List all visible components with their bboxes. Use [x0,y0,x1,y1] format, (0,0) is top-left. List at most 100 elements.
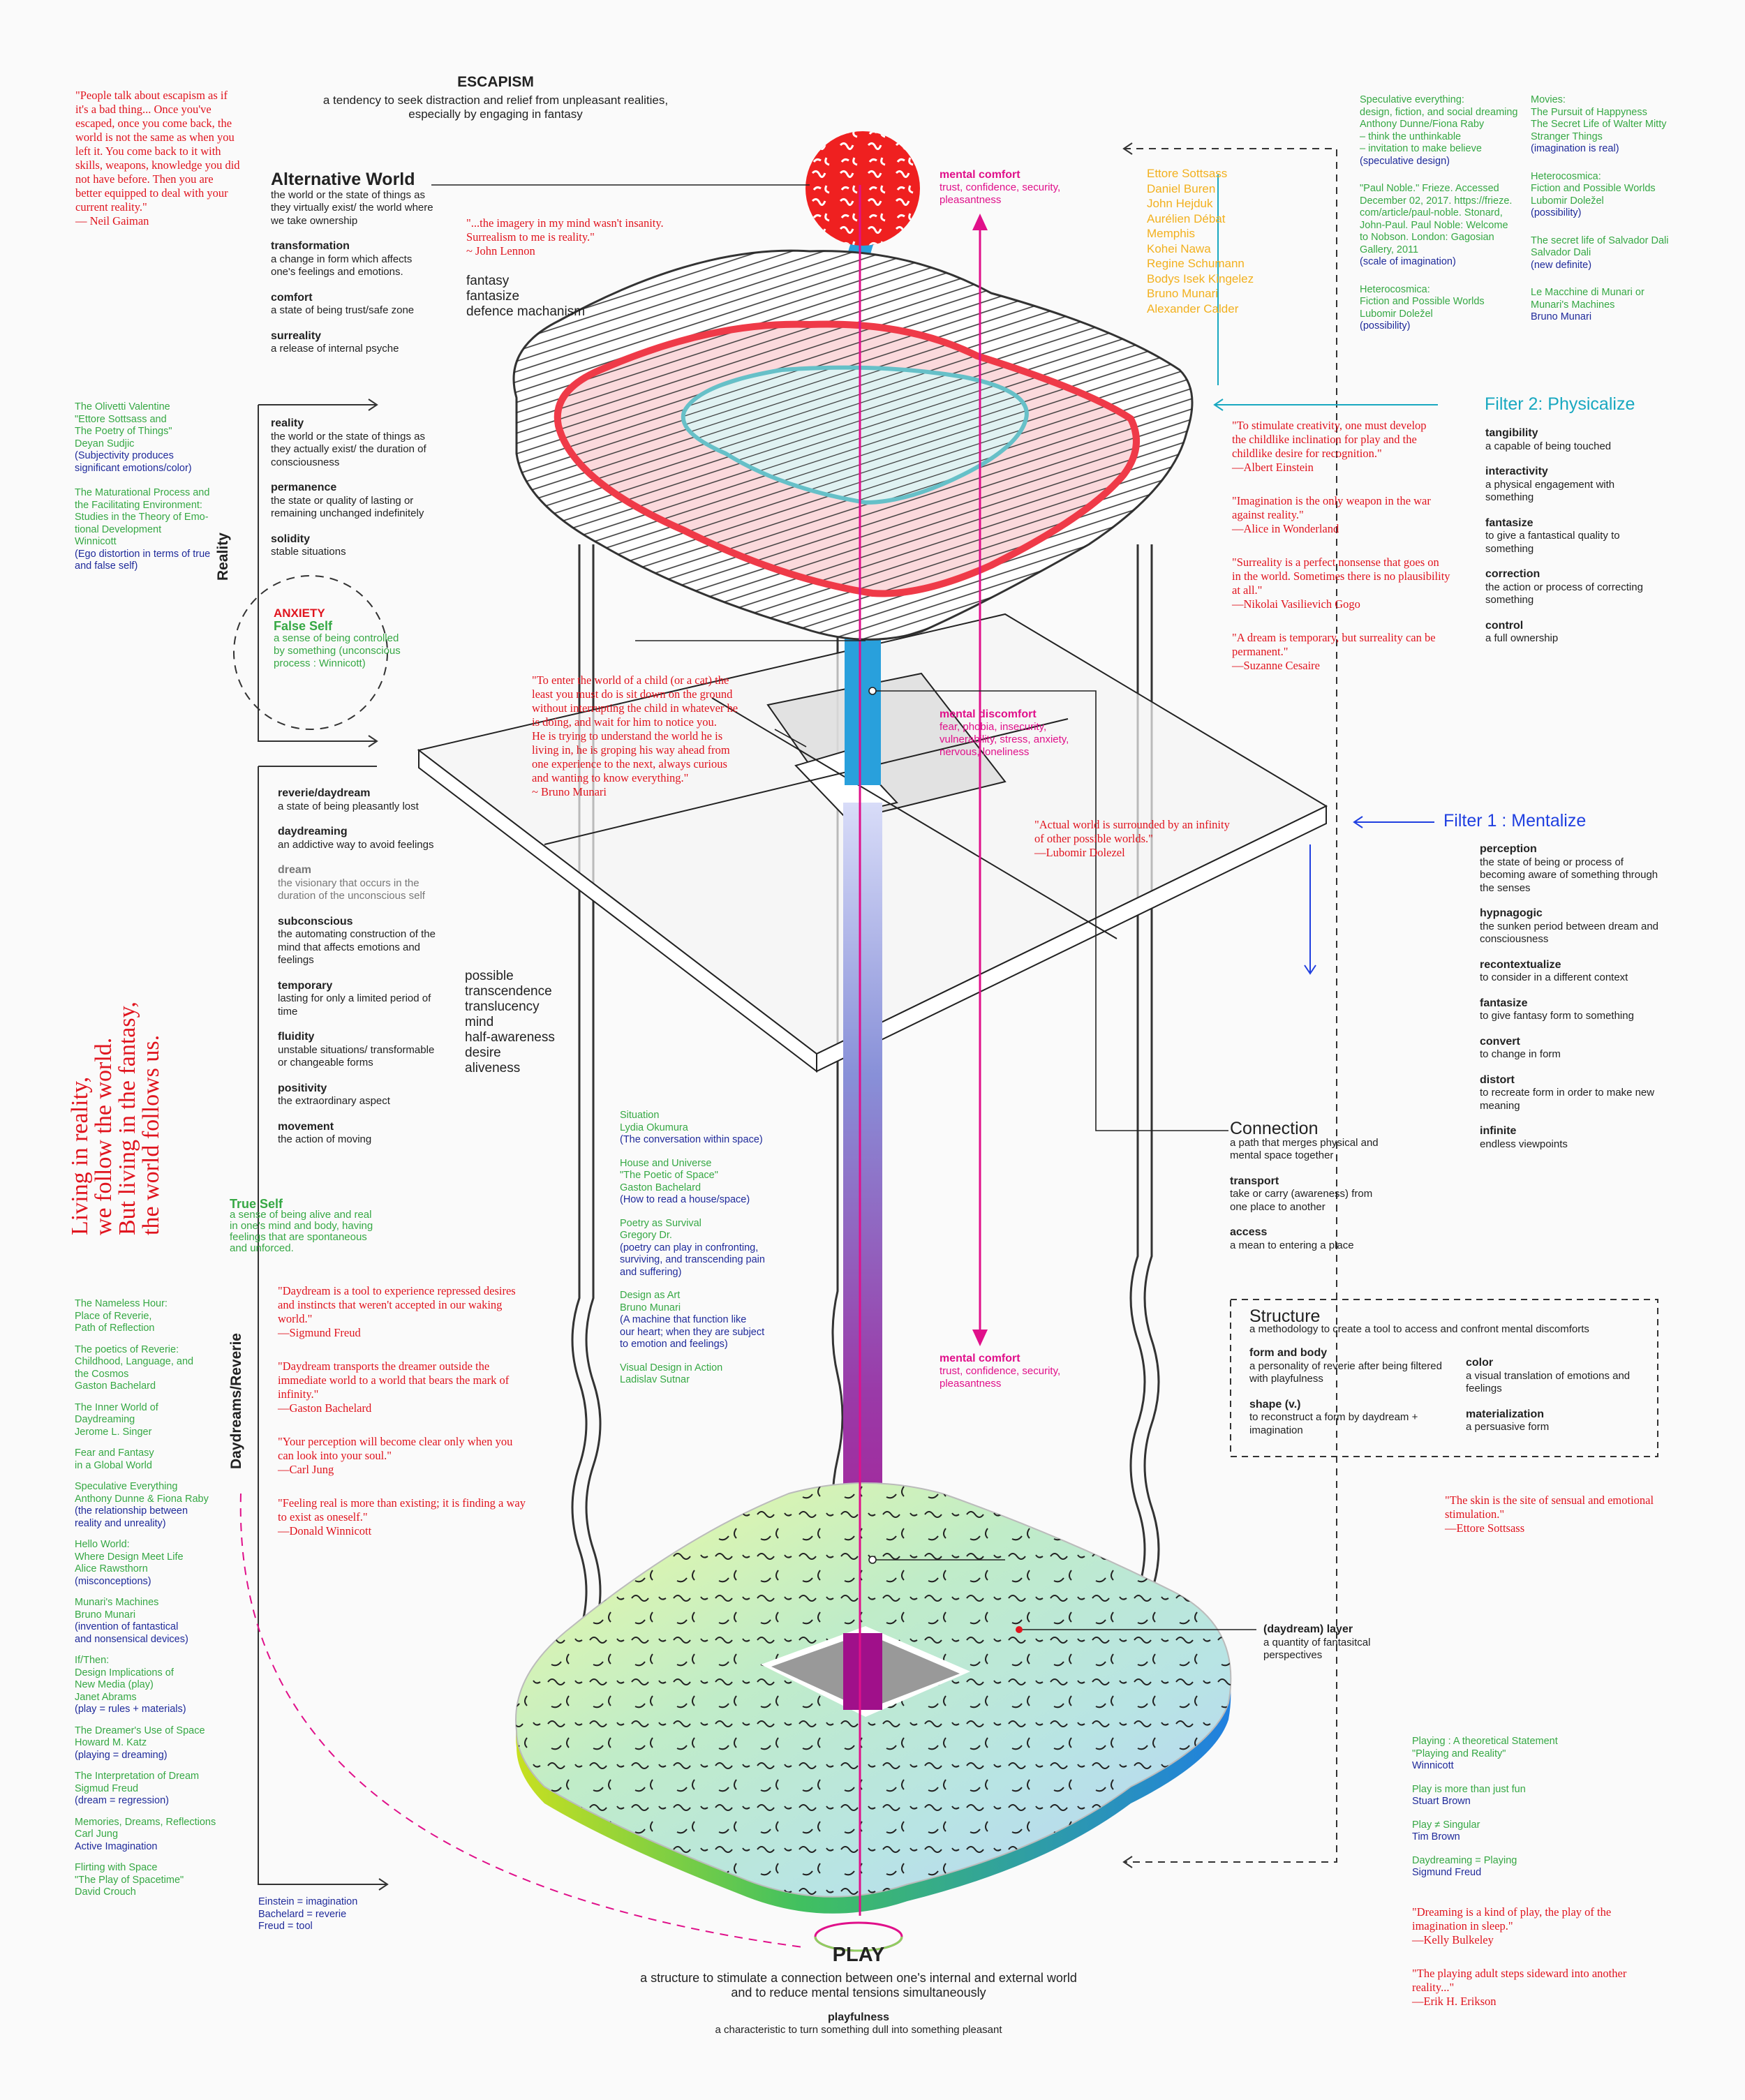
reference-line: (How to read a house/space) [620,1194,750,1205]
reference-line: (The conversation within space) [620,1134,763,1145]
reference-line: The Interpretation of Dream [75,1771,200,1782]
refs-top-left: Speculative everything:design, fiction, … [1360,94,1534,348]
term-title: movement [278,1120,334,1133]
list-item: fantasy [466,274,510,288]
structure-title: Structure [1249,1306,1321,1326]
reference-line: The secret life of Salvador Dali [1531,234,1669,246]
sottsass-quote: "The skin is the site of sensual and emo… [1445,1494,1689,1535]
reference-line: The Maturational Process and [75,487,210,498]
term-desc: to give a fantastical quality to somethi… [1485,530,1620,555]
reference-line: Ladislav Sutnar [620,1374,690,1385]
anxiety-title: ANXIETY [274,606,325,620]
reference-line: Munari's Machines [75,1597,159,1608]
quote: "To stimulate creativity, one must devel… [1232,419,1483,475]
list-item: desire [465,1045,501,1060]
reference-line: Jerome L. Singer [75,1426,152,1438]
dolezel-quote: "Actual world is surrounded by an infini… [1034,818,1258,860]
connection-terms: a path that merges physical and mental s… [1230,1137,1390,1253]
reference-line: Heterocosmica: [1360,283,1430,295]
gaiman-quote: "People talk about escapism as if it's a… [75,89,257,228]
refs-left-1: The Olivetti Valentine"Ettore Sottsass a… [75,401,235,586]
designer-name: Regine Schumann [1147,257,1245,270]
term-desc: a persuasive form [1466,1421,1550,1433]
quote-line: "Imagination is the only weapon in the w… [1232,494,1431,507]
reference-line: and nonsensical devices) [75,1633,188,1645]
reference-entry: Heterocosmica:Fiction and Possible World… [1360,284,1534,333]
term-desc: a mean to entering a place [1230,1239,1354,1251]
reference-line: significant emotions/color) [75,462,192,474]
escapism-title: ESCAPISM [457,74,534,90]
quote-line: "The playing adult steps sideward into a… [1412,1967,1627,1980]
quote-attribution: —Carl Jung [278,1463,334,1476]
quote-line: immediate world to a world that bears th… [278,1373,510,1387]
reference-line: Stranger Things [1531,131,1603,142]
anxiety-circle [233,575,388,730]
reference-line: The Secret Life of Walter Mitty [1531,119,1667,130]
term-desc: the world or the state of things as they… [271,430,426,468]
reference-line: Childhood, Language, and [75,1356,194,1367]
term-title: shape (v.) [1249,1398,1301,1410]
reference-line: Fear and Fantasy [75,1447,154,1459]
quote-line: world is not the same as when you [75,131,235,144]
term-title: surreality [271,329,322,342]
reference-line: surviving, and transcending pain [620,1254,765,1265]
reference-line: and false self) [75,560,138,572]
term-title: distort [1480,1073,1515,1086]
reference-line: Heterocosmica: [1531,170,1601,182]
term-desc: a physical engagement with something [1485,478,1615,504]
escapism-block: ESCAPISM a tendency to seek distraction … [286,74,705,121]
reference-entry: Flirting with Space"The Play of Spacetim… [75,1862,235,1899]
text-line: vulnerability, stress, anxiety, [940,733,1069,745]
quote-line: "To stimulate creativity, one must devel… [1232,419,1427,432]
quote: "Imagination is the only weapon in the w… [1232,494,1483,536]
quote-line: to exist as oneself." [278,1510,368,1524]
false-self-title: False Self [274,619,333,633]
term-desc: to reconstruct a form by daydream + imag… [1249,1411,1418,1436]
list-item: translucency [465,999,540,1014]
quote-attribution: —Sigmund Freud [278,1326,361,1339]
term-desc: to change in form [1480,1048,1561,1060]
reference-line: (Ego distortion in terms of true [75,548,211,560]
term-desc: lasting for only a limited period of tim… [278,992,431,1018]
quote-line: infinity." [278,1387,319,1401]
quote-line: better equipped to deal with your [75,186,228,200]
reference-line: "The Poetic of Space" [620,1170,718,1181]
quote-line: current reality." [75,200,147,214]
term-title: fantasize [1480,997,1528,1009]
reference-line: New Media (play) [75,1679,154,1690]
term-title: transformation [271,240,350,252]
mental-comfort-top: mental comfort trust, confidence, securi… [940,169,1060,207]
true-self-title: True Self [230,1197,283,1211]
text-line: by something (unconscious [274,645,401,657]
term-title: perception [1480,843,1537,855]
reference-line: to emotion and feelings) [620,1339,728,1350]
reference-line: Anthony Dunne/Fiona Raby [1360,119,1485,130]
fantasy-list: fantasy fantasize defence machanism [466,274,585,320]
reference-line: Salvador Dali [1531,247,1591,258]
play-title: PLAY [832,1944,885,1966]
reference-line: David Crouch [75,1886,136,1898]
reference-line: (speculative design) [1360,155,1450,167]
reference-line: House and Universe [620,1157,712,1169]
escapism-desc-2: especially by engaging in fantasy [408,107,583,121]
reference-line: Howard M. Katz [75,1737,147,1748]
reference-line: Fiction and Possible Worlds [1360,296,1485,307]
reference-line: the Cosmos [75,1368,129,1380]
reference-line: (scale of imagination) [1360,256,1456,267]
reference-line: tional Development [75,523,162,535]
term-desc: a personality of reverie after being fil… [1249,1360,1442,1385]
quotes-left-bottom: "Daydream is a tool to experience repres… [278,1284,557,1558]
reference-line: The Inner World of [75,1401,158,1413]
connection-block: Connection a path that merges physical a… [1230,1120,1390,1265]
list-item: half-awareness [465,1030,555,1045]
reference-entry: House and Universe"The Poetic of Space"G… [620,1158,801,1207]
term-title: correction [1485,568,1540,580]
quote-line: can look into your soul." [278,1449,392,1462]
term-desc: an addictive way to avoid feelings [278,838,434,851]
reference-line: (imagination is real) [1531,143,1619,154]
